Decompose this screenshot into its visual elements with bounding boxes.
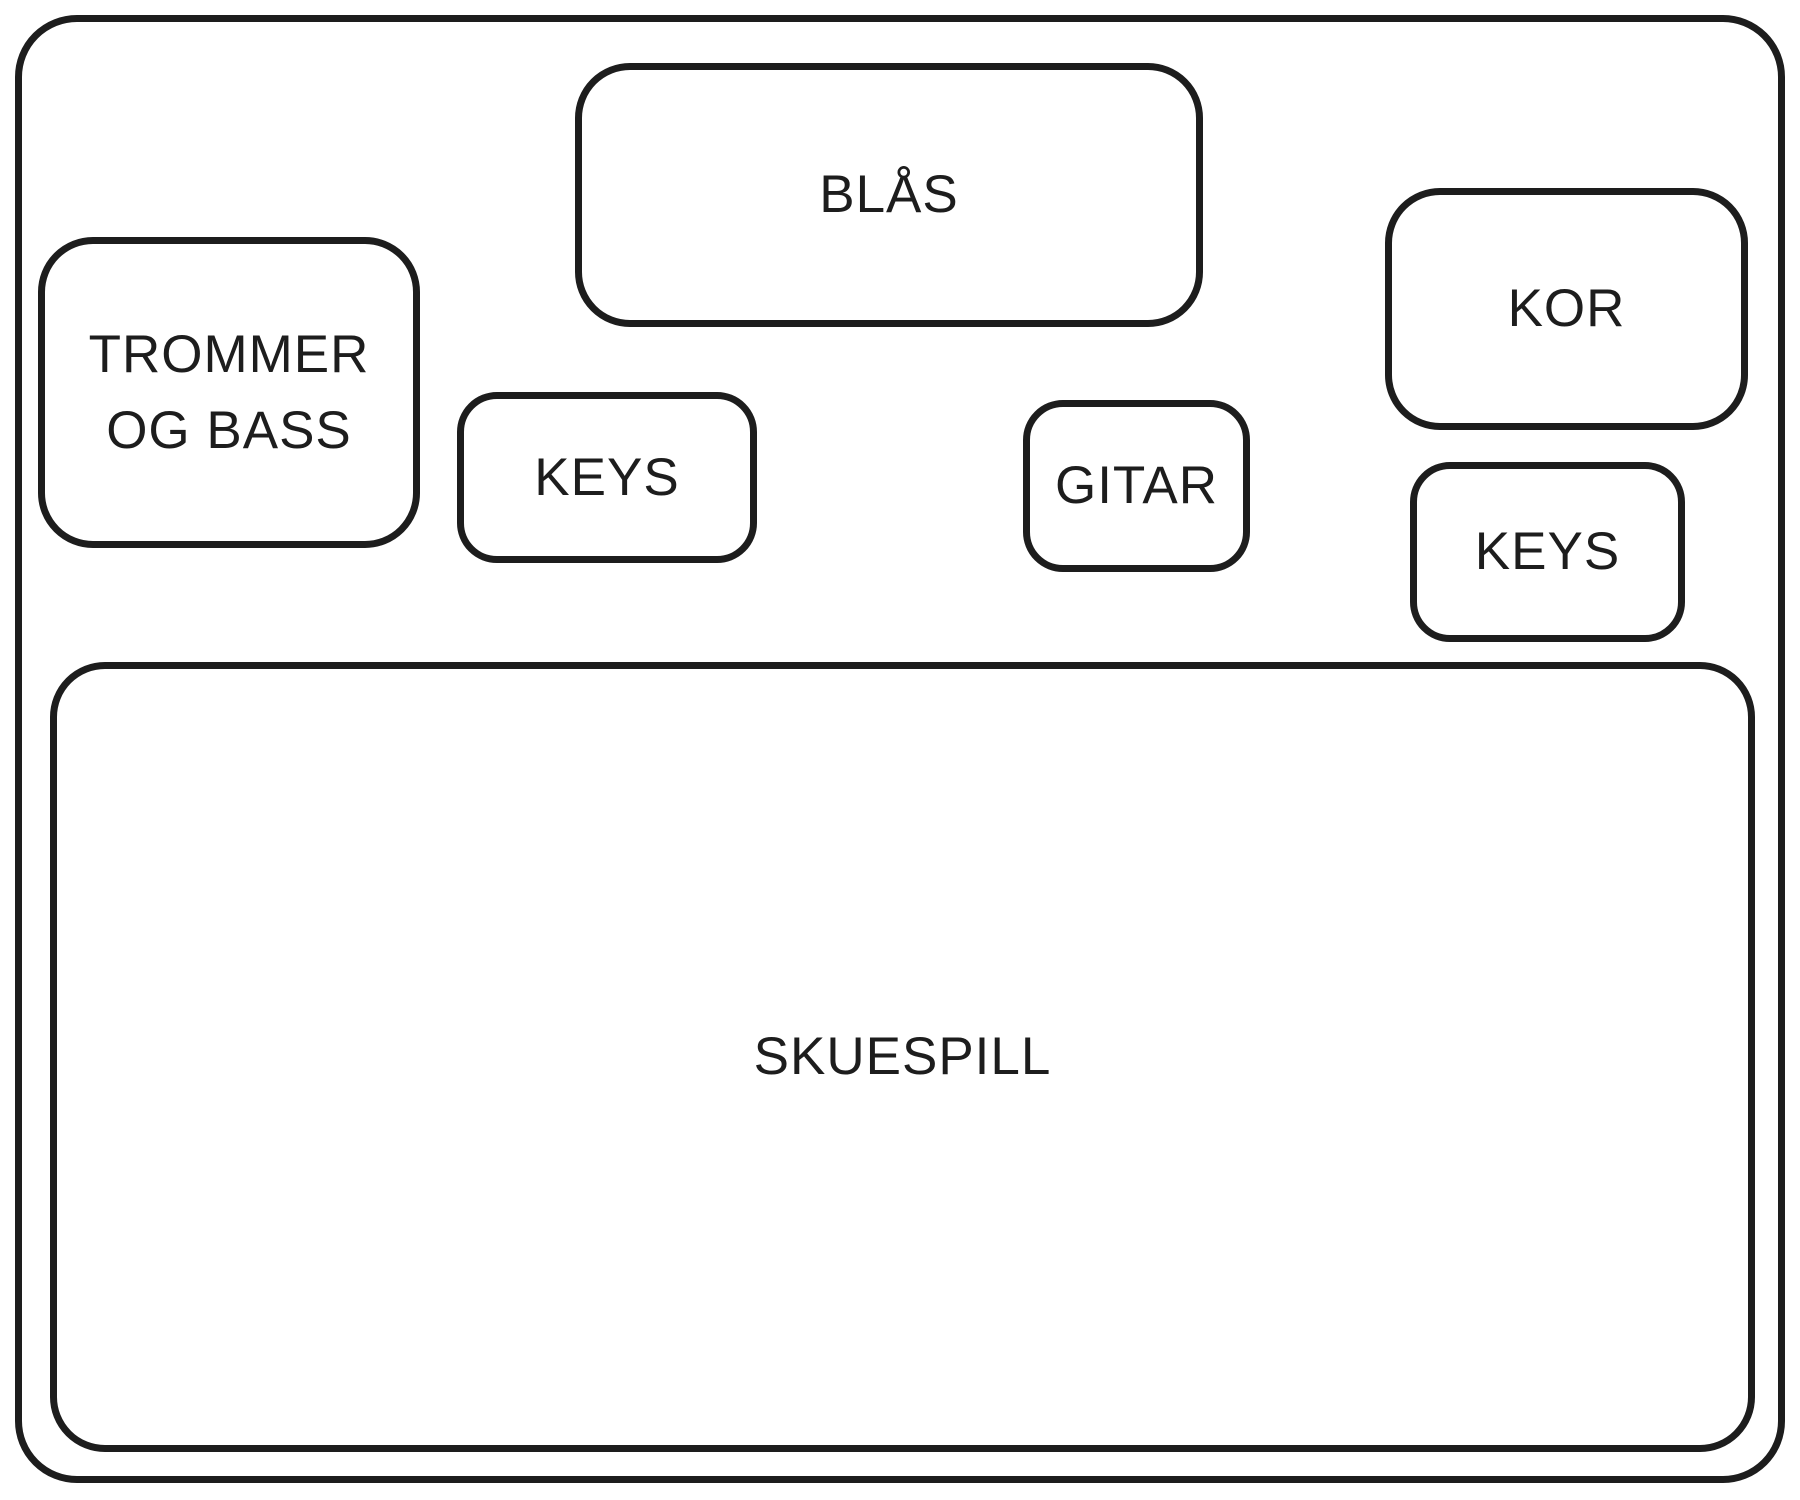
zone-skuespill: SKUESPILL	[50, 662, 1755, 1452]
zone-keys-right: KEYS	[1410, 462, 1685, 642]
zone-keys-right-label: KEYS	[1474, 522, 1621, 582]
zone-gitar: GITAR	[1023, 400, 1250, 572]
zone-blas-label: BLÅS	[819, 165, 959, 225]
zone-gitar-label: GITAR	[1054, 456, 1219, 516]
zone-trommer-og-bass-line1: TROMMER	[88, 325, 370, 385]
zone-keys-left-label: KEYS	[534, 447, 680, 507]
zone-trommer-og-bass-line2: OG BASS	[106, 400, 352, 460]
zone-trommer-og-bass: TROMMER OG BASS	[38, 237, 420, 548]
zone-trommer-og-bass-label: TROMMER OG BASS	[89, 317, 370, 468]
zone-keys-left: KEYS	[457, 392, 757, 563]
zone-skuespill-label: SKUESPILL	[753, 1027, 1052, 1087]
zone-kor-label: KOR	[1507, 279, 1626, 339]
zone-kor: KOR	[1385, 188, 1748, 430]
zone-blas: BLÅS	[575, 63, 1203, 327]
